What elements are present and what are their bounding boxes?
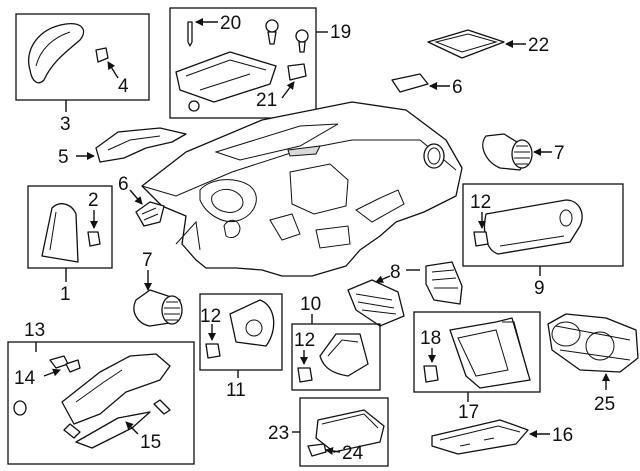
box-17-frame (413, 311, 541, 393)
box-19-group: 19 20 21 (169, 7, 351, 119)
screw-part (265, 19, 279, 33)
label-24: 24 (342, 443, 364, 464)
part-25-group: 25 (547, 313, 639, 415)
label-4: 4 (118, 76, 129, 97)
clip-18-part (423, 365, 439, 383)
clip-12-part (473, 231, 489, 247)
cover-23-part (315, 409, 385, 453)
part-16-group: 16 (431, 419, 573, 455)
part-5-group: 5 (58, 127, 187, 168)
end-cap-part (28, 23, 85, 84)
label-22: 22 (528, 35, 549, 56)
box-13-group: 13 14 15 (7, 320, 195, 465)
cover-6-part (391, 73, 429, 93)
clip-24-part (307, 443, 327, 457)
label-12-mid: 12 (200, 306, 221, 327)
bezel-11-part (229, 299, 275, 347)
panel-16-part (431, 419, 529, 455)
box-11-frame (199, 293, 283, 371)
label-7-top: 7 (554, 143, 565, 164)
clip-12-part (297, 367, 313, 383)
box-9-group: 12 9 (462, 183, 624, 299)
label-18: 18 (420, 328, 441, 349)
part-7b-group: 7 (133, 250, 183, 327)
trim-1-part (41, 203, 79, 263)
label-21: 21 (256, 90, 277, 111)
box-11-group: 12 11 (199, 293, 283, 401)
label-19: 19 (330, 22, 351, 43)
clip-21-part (287, 63, 307, 81)
label-10: 10 (300, 294, 321, 315)
box-10-frame (291, 323, 381, 391)
screw-part (153, 399, 171, 415)
label-13: 13 (24, 320, 45, 341)
label-17: 17 (458, 402, 479, 423)
trim-15-part (75, 411, 151, 449)
box-3-frame (15, 13, 150, 101)
label-8: 8 (390, 262, 401, 283)
screw-20-part (187, 21, 193, 47)
label-12-right: 12 (470, 192, 491, 213)
part-22-group: 22 (427, 29, 549, 59)
label-2: 2 (88, 190, 99, 211)
part-7a-group: 7 (482, 133, 565, 171)
label-20: 20 (220, 13, 241, 34)
part-8-group: 8 (347, 261, 463, 327)
glovebox-door-part (483, 199, 583, 255)
box-1-group: 2 1 (27, 185, 113, 305)
box-10-group: 10 12 (291, 294, 381, 391)
box-17-group: 18 17 (413, 311, 541, 423)
label-23: 23 (268, 423, 289, 444)
vent-8b-part (425, 261, 463, 305)
clip-14-part (49, 355, 69, 369)
label-12-box10: 12 (294, 330, 315, 351)
label-7-left: 7 (142, 250, 153, 271)
clip-2-part (87, 231, 101, 247)
box-19-frame (169, 7, 317, 119)
box-3-group: 4 3 (15, 13, 150, 135)
trim-10-part (319, 333, 369, 377)
label-1: 1 (60, 284, 71, 305)
label-5: 5 (58, 147, 69, 168)
bracket-5-part (95, 127, 187, 163)
console-bezel-part (449, 317, 531, 389)
vent-8a-part (347, 279, 405, 327)
cover-6b-part (135, 201, 165, 227)
screw-part (295, 29, 309, 43)
panel-22-part (427, 29, 505, 59)
part-6a-group: 6 (391, 73, 463, 98)
grommet-part (13, 400, 27, 416)
box-9-frame (462, 183, 624, 267)
instrument-panel-part (141, 101, 463, 277)
box-23-group: 24 23 (268, 397, 389, 467)
box-1-frame (27, 185, 113, 269)
screw-part (63, 423, 81, 439)
nut-part (188, 100, 200, 112)
label-3: 3 (60, 114, 71, 135)
instrument-panel-group (141, 101, 463, 277)
label-6-top: 6 (452, 77, 463, 98)
part-6b-group: 6 (118, 174, 165, 227)
label-16: 16 (552, 425, 573, 446)
box-13-frame (7, 341, 195, 465)
label-14: 14 (14, 368, 36, 389)
knee-panel-part (61, 353, 171, 425)
label-25: 25 (594, 394, 615, 415)
label-9: 9 (534, 278, 545, 299)
label-6-left: 6 (118, 174, 129, 195)
clip-4-part (95, 47, 109, 63)
label-11: 11 (226, 380, 246, 401)
label-15: 15 (140, 432, 161, 453)
clip-12-part (205, 343, 221, 359)
